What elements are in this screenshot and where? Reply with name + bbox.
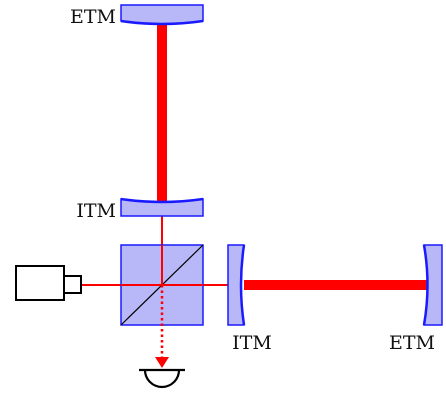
itm-top-mirror — [120, 197, 204, 217]
itm-top-label: ITM — [76, 200, 116, 222]
etm-right-mirror — [422, 244, 443, 326]
itm-right-label: ITM — [232, 332, 272, 354]
output-beam-arrowhead — [155, 357, 169, 368]
etm-top-mirror — [120, 4, 204, 26]
vertical-arm-cavity-beam — [157, 18, 167, 208]
horizontal-arm-cavity-beam — [244, 280, 428, 290]
etm-top-label: ETM — [70, 6, 116, 28]
etm-right-label: ETM — [389, 332, 435, 354]
photodetector-icon — [139, 368, 185, 389]
laser-icon — [15, 265, 82, 301]
itm-right-mirror — [227, 244, 246, 326]
